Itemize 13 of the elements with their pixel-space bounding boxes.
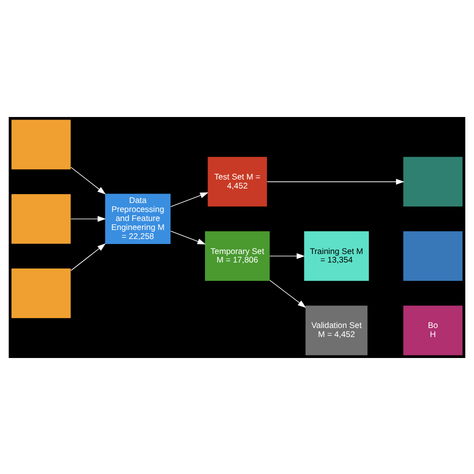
- arrow: [170, 192, 208, 207]
- node-box: [12, 268, 71, 318]
- node-box: [403, 156, 462, 206]
- node-box: [403, 230, 462, 280]
- node-box: [12, 194, 71, 244]
- arrow: [170, 230, 206, 244]
- arrow: [269, 252, 305, 258]
- arrow: [269, 279, 306, 308]
- arrow: [70, 216, 106, 222]
- arrow: [266, 178, 404, 184]
- arrow: [70, 166, 106, 194]
- node-box: [12, 119, 71, 169]
- arrow: [70, 242, 106, 270]
